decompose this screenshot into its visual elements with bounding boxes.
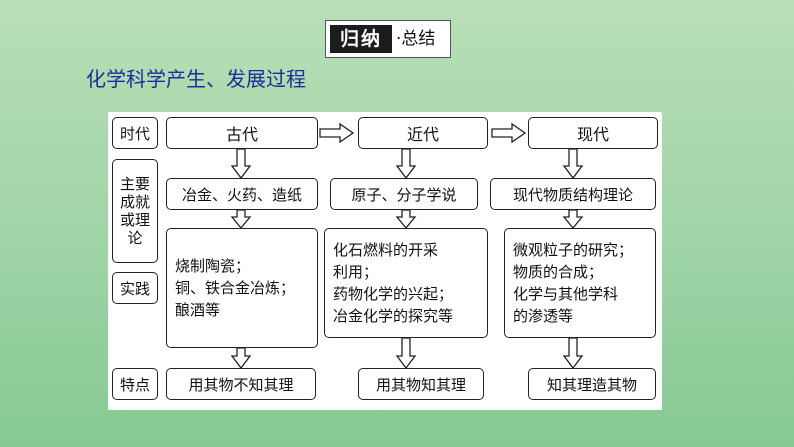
arrow-down-icon xyxy=(562,148,584,180)
practice-line: 微观粒子的研究； xyxy=(513,241,634,259)
practice-line: 物质的合成； xyxy=(513,263,604,281)
achievement-box-contemporary: 现代物质结构理论 xyxy=(490,178,656,210)
arrow-down-icon xyxy=(395,337,417,370)
arrow-down-icon xyxy=(230,209,252,230)
practice-box-modern: 化石燃料的开采 利用； 药物化学的兴起； 冶金化学的探究等 xyxy=(324,228,488,338)
practice-line: 冶金化学的探究等 xyxy=(333,307,454,325)
arrow-down-icon xyxy=(562,209,584,230)
arrow-down-icon xyxy=(230,148,252,180)
badge-summarize-label: 归纳 xyxy=(330,25,392,53)
row-label-achievements: 主要 成就 或理 论 xyxy=(112,159,158,263)
row-label-achievements-line: 或理 xyxy=(119,211,150,229)
page-title: 化学科学产生、发展过程 xyxy=(86,67,306,91)
row-label-features: 特点 xyxy=(112,368,158,400)
arrow-down-icon xyxy=(395,148,417,180)
era-box-modern: 近代 xyxy=(358,117,488,149)
era-box-contemporary: 现代 xyxy=(528,117,658,149)
row-label-achievements-line: 成就 xyxy=(119,193,150,211)
summary-badge: 归纳 ·总结 xyxy=(325,20,451,58)
row-label-practice: 实践 xyxy=(112,272,158,304)
practice-line: 烧制陶瓷； xyxy=(175,257,251,275)
diagram-panel: 时代 主要 成就 或理 论 实践 特点 古代 近代 现代 冶金、火药、造纸 原子… xyxy=(108,112,662,410)
feature-box-modern: 用其物知其理 xyxy=(358,368,484,400)
practice-box-ancient: 烧制陶瓷； 铜、铁合金冶炼； 酿酒等 xyxy=(166,228,318,348)
connector-arrows xyxy=(230,122,584,370)
practice-line: 化学与其他学科 xyxy=(513,285,619,303)
feature-box-contemporary: 知其理造其物 xyxy=(528,368,656,400)
achievement-box-ancient: 冶金、火药、造纸 xyxy=(166,178,318,210)
practice-line: 铜、铁合金冶炼； xyxy=(175,279,296,297)
practice-box-contemporary: 微观粒子的研究； 物质的合成； 化学与其他学科 的渗透等 xyxy=(504,228,656,338)
practice-line: 药物化学的兴起； xyxy=(333,285,454,303)
achievement-box-modern: 原子、分子学说 xyxy=(330,178,478,210)
row-label-achievements-line: 论 xyxy=(127,229,143,247)
arrow-down-icon xyxy=(562,337,584,370)
era-box-ancient: 古代 xyxy=(166,117,318,149)
practice-line: 酿酒等 xyxy=(175,301,221,319)
row-label-era: 时代 xyxy=(112,117,158,149)
feature-box-ancient: 用其物不知其理 xyxy=(166,368,316,400)
arrow-down-icon xyxy=(230,347,252,370)
row-label-achievements-line: 主要 xyxy=(119,175,150,193)
arrow-right-icon xyxy=(319,122,355,144)
arrow-right-icon xyxy=(491,122,527,144)
arrow-down-icon xyxy=(395,209,417,230)
practice-line: 利用； xyxy=(333,263,379,281)
practice-line: 的渗透等 xyxy=(513,307,574,325)
badge-conclusion-label: ·总结 xyxy=(396,29,436,49)
practice-line: 化石燃料的开采 xyxy=(333,241,439,259)
